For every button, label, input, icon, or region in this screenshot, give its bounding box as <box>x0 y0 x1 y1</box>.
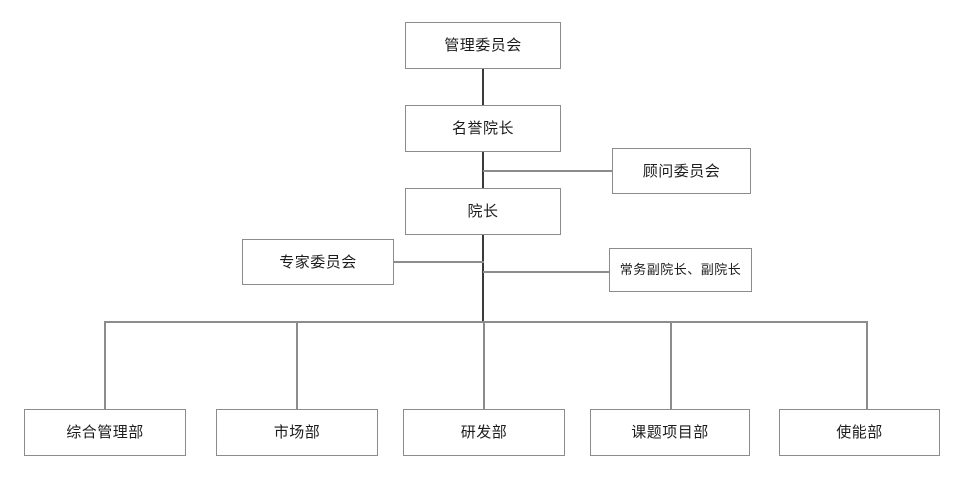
connector-branch-expert <box>393 261 484 263</box>
connector-drop-research-project <box>670 321 672 410</box>
node-dept-research-project[interactable]: 课题项目部 <box>590 409 750 456</box>
node-dept-marketing[interactable]: 市场部 <box>216 409 378 456</box>
connector-branch-advisory <box>483 170 613 172</box>
connector-distribution-bus <box>104 321 867 323</box>
connector-drop-rnd <box>483 321 485 410</box>
node-vice-deans[interactable]: 常务副院长、副院长 <box>609 248 752 292</box>
node-expert-committee[interactable]: 专家委员会 <box>242 239 394 285</box>
node-honorary-dean[interactable]: 名誉院长 <box>405 105 561 152</box>
connector-dean-to-bus <box>482 234 484 322</box>
node-dept-rnd[interactable]: 研发部 <box>403 409 565 456</box>
connector-drop-enablement <box>866 321 868 410</box>
connector-honorary-to-dean <box>482 151 484 189</box>
connector-branch-vice-deans <box>483 271 610 273</box>
connector-mgmt-to-honorary <box>482 68 484 106</box>
node-dean[interactable]: 院长 <box>405 188 561 235</box>
node-management-committee[interactable]: 管理委员会 <box>405 22 561 69</box>
connector-drop-marketing <box>296 321 298 410</box>
node-dept-enablement[interactable]: 使能部 <box>779 409 940 456</box>
node-advisory-committee[interactable]: 顾问委员会 <box>612 148 751 194</box>
connector-drop-general-admin <box>104 321 106 410</box>
node-dept-general-admin[interactable]: 综合管理部 <box>24 409 186 456</box>
